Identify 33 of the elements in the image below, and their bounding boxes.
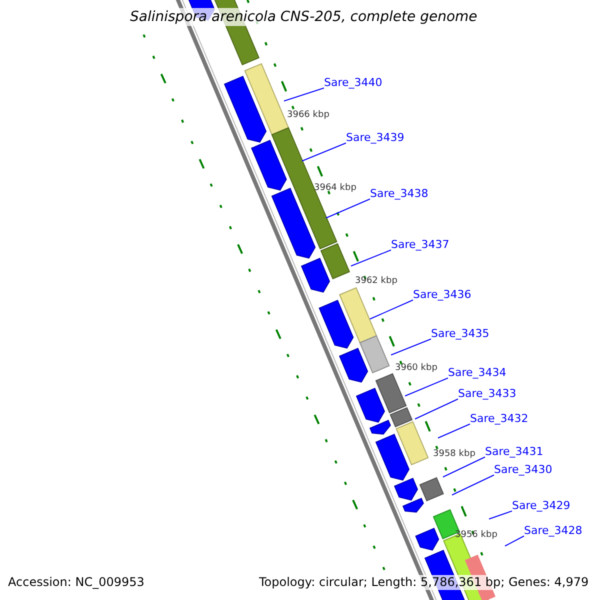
leader-line — [284, 88, 324, 102]
scale-label: 3958 kbp — [433, 449, 476, 460]
leader-line — [442, 456, 486, 478]
leader-line — [302, 142, 346, 162]
leader-line — [438, 424, 470, 438]
leader-line — [350, 250, 392, 266]
gene-label: Sare_3430 — [494, 463, 552, 476]
leader-line — [452, 474, 494, 496]
footer-text: Topology: circular; Length: 5,786,361 bp; Genes: 4,979 — [259, 575, 589, 590]
footer-text: Accession: NC_009953 — [8, 575, 144, 590]
scale-label: 3964 kbp — [314, 183, 356, 194]
gene-label: Sare_3436 — [413, 288, 472, 301]
leader-line — [390, 338, 432, 356]
leader-line — [504, 536, 524, 546]
scale-label: 3966 kbp — [287, 110, 330, 121]
leader-line — [414, 398, 458, 420]
gene-label: Sare_3440 — [324, 76, 382, 89]
gene-label: Sare_3433 — [458, 387, 516, 400]
gene-label: Sare_3432 — [470, 412, 528, 425]
gene-label: Sare_3434 — [448, 366, 506, 379]
leader-line — [488, 510, 512, 520]
gene-label: Sare_3438 — [370, 187, 428, 200]
leader-line — [404, 378, 448, 396]
gene-label: Sare_3431 — [485, 445, 544, 458]
scale-label: 3962 kbp — [355, 276, 398, 287]
scale-label: 3960 kbp — [395, 363, 438, 374]
gene-label: Sare_3429 — [512, 499, 570, 512]
leader-line — [326, 198, 370, 218]
gene-label: Sare_3437 — [391, 238, 450, 251]
gene-label: Sare_3428 — [524, 524, 582, 537]
gene-label: Sare_3439 — [346, 131, 404, 144]
leader-line — [370, 300, 414, 320]
gene-label: Sare_3435 — [431, 327, 490, 340]
